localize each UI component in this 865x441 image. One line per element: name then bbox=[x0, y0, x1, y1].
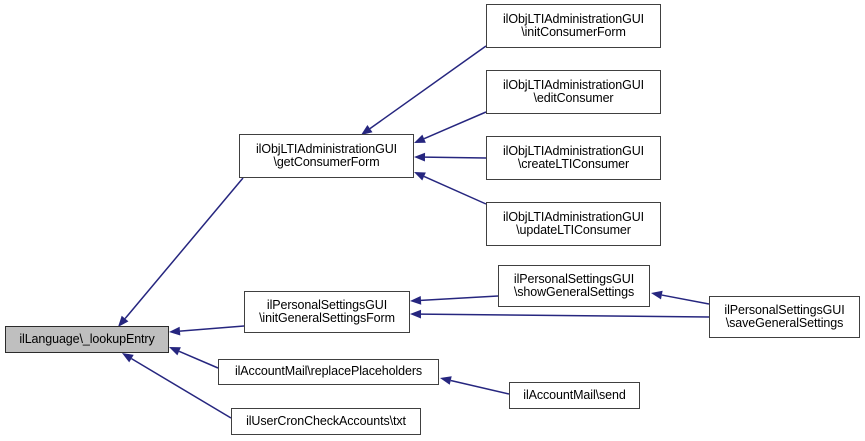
graph-edge-showGeneralSettings-to-initGeneralSettingsForm bbox=[420, 295, 499, 302]
node-label-line2: \initGeneralSettingsForm bbox=[259, 311, 395, 325]
graph-arrowhead-updateLTIConsumer-to-getConsumerForm bbox=[414, 172, 426, 181]
node-label-line2: \editConsumer bbox=[533, 91, 614, 105]
graph-edge-editConsumer-to-getConsumerForm bbox=[423, 111, 487, 140]
graph-node-initGeneralSettingsForm[interactable]: ilPersonalSettingsGUI\initGeneralSetting… bbox=[244, 291, 410, 333]
graph-edge-updateLTIConsumer-to-getConsumerForm bbox=[423, 175, 487, 205]
graph-edge-createLTIConsumer-to-getConsumerForm bbox=[424, 156, 487, 159]
graph-edge-accountMailSend-to-replacePlaceholders bbox=[450, 379, 510, 395]
graph-arrowhead-accountMailSend-to-replacePlaceholders bbox=[440, 376, 452, 385]
graph-node-saveGeneralSettings[interactable]: ilPersonalSettingsGUI\saveGeneralSetting… bbox=[709, 296, 860, 338]
graph-node-editConsumer[interactable]: ilObjLTIAdministrationGUI\editConsumer bbox=[486, 70, 661, 114]
graph-arrowhead-saveGeneralSettings-to-showGeneralSettings bbox=[651, 290, 663, 300]
graph-edge-getConsumerForm-to-lookupEntry bbox=[124, 177, 244, 320]
graph-arrowhead-replacePlaceholders-to-lookupEntry bbox=[169, 347, 181, 356]
graph-edge-replacePlaceholders-to-lookupEntry bbox=[178, 350, 219, 369]
node-label-line2: \showGeneralSettings bbox=[513, 285, 635, 299]
graph-node-initConsumerForm[interactable]: ilObjLTIAdministrationGUI\initConsumerFo… bbox=[486, 4, 661, 48]
graph-node-replacePlaceholders[interactable]: ilAccountMail\replacePlaceholders bbox=[218, 359, 439, 385]
node-label-line1: ilPersonalSettingsGUI bbox=[513, 271, 635, 286]
graph-arrowhead-initConsumerForm-to-getConsumerForm bbox=[361, 125, 373, 135]
node-label-line1: ilObjLTIAdministrationGUI bbox=[502, 143, 645, 158]
graph-node-getConsumerForm[interactable]: ilObjLTIAdministrationGUI\getConsumerFor… bbox=[239, 134, 414, 178]
graph-node-updateLTIConsumer[interactable]: ilObjLTIAdministrationGUI\updateLTIConsu… bbox=[486, 202, 661, 246]
node-label-line2: \getConsumerForm bbox=[273, 155, 380, 169]
node-label-line1: ilLanguage\_lookupEntry bbox=[19, 331, 155, 346]
graph-arrowhead-userCronCheckAccounts-to-lookupEntry bbox=[122, 353, 134, 363]
graph-arrowhead-saveGeneralSettings-to-initGeneralSettingsForm bbox=[410, 309, 422, 319]
graph-arrowhead-editConsumer-to-getConsumerForm bbox=[414, 134, 426, 143]
node-label-line2: \initConsumerForm bbox=[521, 25, 626, 39]
node-label-line1: ilAccountMail\replacePlaceholders bbox=[234, 364, 423, 379]
graph-arrowhead-getConsumerForm-to-lookupEntry bbox=[118, 315, 129, 327]
node-label-line2: \saveGeneralSettings bbox=[725, 316, 844, 330]
graph-edge-saveGeneralSettings-to-showGeneralSettings bbox=[661, 294, 710, 305]
edges-group bbox=[118, 45, 710, 419]
node-label-line1: ilObjLTIAdministrationGUI bbox=[502, 209, 645, 224]
node-label-line1: ilObjLTIAdministrationGUI bbox=[255, 141, 398, 156]
node-label-line1: ilAccountMail\send bbox=[523, 387, 626, 402]
graph-arrowhead-initGeneralSettingsForm-to-lookupEntry bbox=[169, 326, 181, 336]
graph-edge-initGeneralSettingsForm-to-lookupEntry bbox=[179, 325, 245, 332]
graph-node-createLTIConsumer[interactable]: ilObjLTIAdministrationGUI\createLTIConsu… bbox=[486, 136, 661, 180]
node-label-line1: ilPersonalSettingsGUI bbox=[724, 302, 845, 317]
graph-node-accountMailSend[interactable]: ilAccountMail\send bbox=[509, 382, 640, 409]
graph-edge-userCronCheckAccounts-to-lookupEntry bbox=[131, 357, 232, 419]
graph-node-lookupEntry[interactable]: ilLanguage\_lookupEntry bbox=[5, 326, 169, 353]
node-label-line1: ilObjLTIAdministrationGUI bbox=[502, 11, 645, 26]
node-label-line1: ilObjLTIAdministrationGUI bbox=[502, 77, 645, 92]
graph-edge-saveGeneralSettings-to-initGeneralSettingsForm bbox=[420, 313, 710, 318]
graph-node-userCronCheckAccounts[interactable]: ilUserCronCheckAccounts\txt bbox=[231, 408, 421, 435]
node-label-line1: ilUserCronCheckAccounts\txt bbox=[246, 413, 406, 428]
node-label-line2: \createLTIConsumer bbox=[517, 157, 630, 171]
node-label-line1: ilPersonalSettingsGUI bbox=[266, 297, 388, 312]
graph-arrowhead-showGeneralSettings-to-initGeneralSettingsForm bbox=[410, 295, 422, 305]
graph-arrowhead-createLTIConsumer-to-getConsumerForm bbox=[414, 152, 426, 162]
node-label-line2: \updateLTIConsumer bbox=[516, 223, 631, 237]
graph-node-showGeneralSettings[interactable]: ilPersonalSettingsGUI\showGeneralSetting… bbox=[498, 265, 650, 307]
graph-edge-initConsumerForm-to-getConsumerForm bbox=[369, 45, 487, 130]
